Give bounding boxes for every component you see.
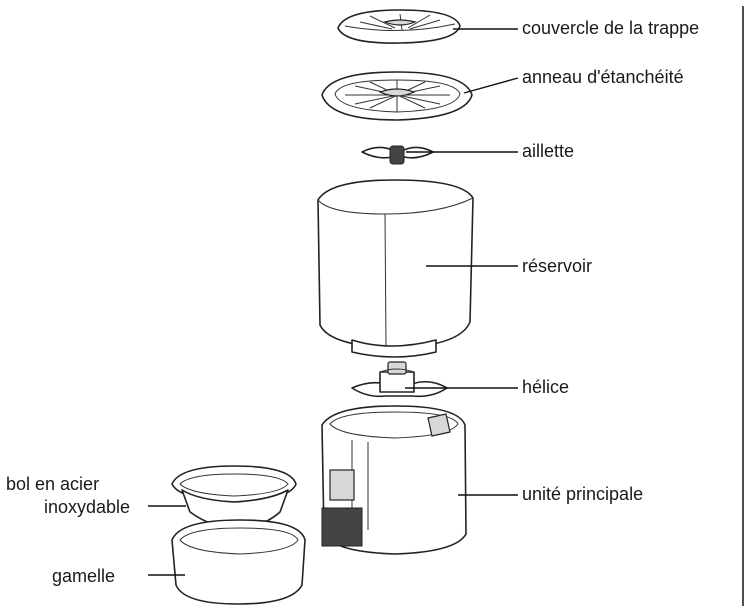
seal-ring-part	[322, 72, 472, 120]
label-bol-line2: inoxydable	[44, 497, 130, 517]
label-bol-line1: bol en acier	[6, 474, 99, 494]
leader-anneau	[464, 78, 518, 93]
label-reservoir: réservoir	[522, 256, 592, 276]
reservoir-part	[318, 180, 473, 357]
steel-bowl-part	[172, 466, 296, 528]
label-aillette: aillette	[522, 141, 574, 161]
bowl-holder-part	[172, 520, 305, 604]
label-unite: unité principale	[522, 484, 643, 504]
propeller-part	[352, 362, 447, 396]
label-gamelle: gamelle	[52, 566, 115, 586]
label-couvercle: couvercle de la trappe	[522, 18, 699, 38]
label-helice: hélice	[522, 377, 569, 397]
label-anneau: anneau d'étanchéité	[522, 67, 684, 87]
lid-part	[338, 10, 460, 43]
main-unit-part	[322, 406, 466, 554]
wing-part	[362, 146, 433, 164]
